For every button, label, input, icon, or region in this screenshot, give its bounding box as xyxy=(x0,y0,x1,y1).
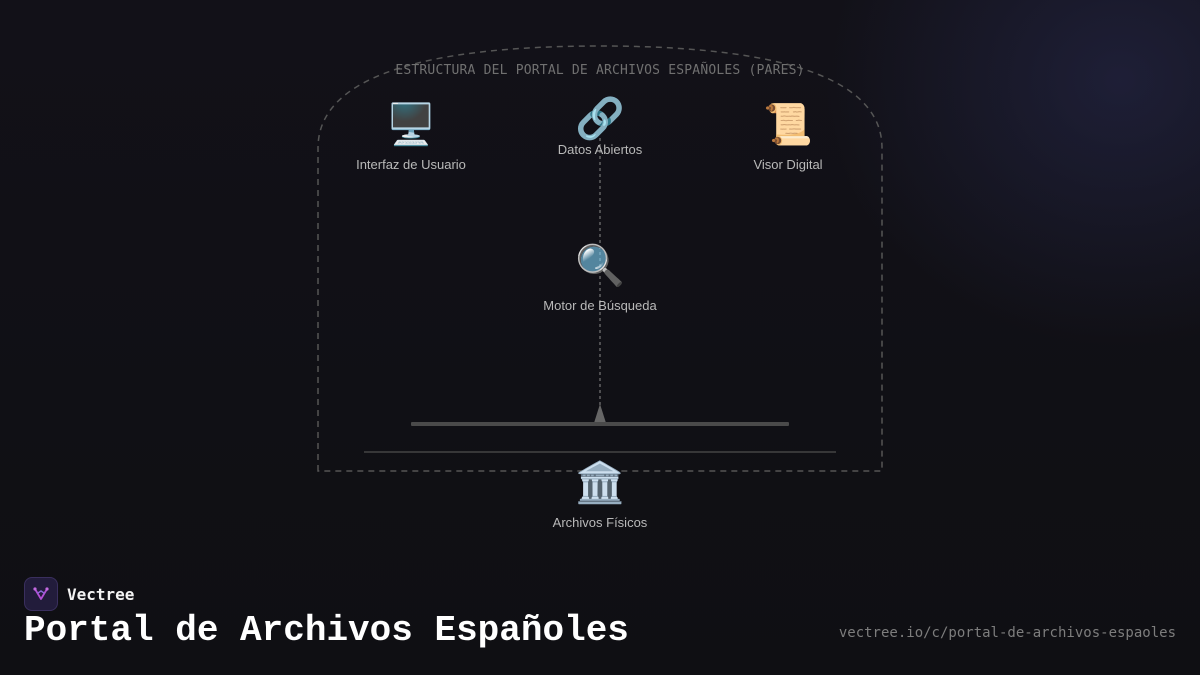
node-physical-archives[interactable]: 🏛️ Archivos Físicos xyxy=(500,459,700,530)
node-user-interface[interactable]: 🖥️ Interfaz de Usuario xyxy=(311,101,511,172)
magnifying-glass-icon: 🔍 xyxy=(575,243,625,289)
brand[interactable]: Vectree xyxy=(24,577,134,611)
node-search-engine[interactable]: 🔍 Motor de Búsqueda xyxy=(500,242,700,313)
node-open-data[interactable]: 🔗 Datos Abiertos xyxy=(500,95,700,157)
portal-frame xyxy=(317,45,883,472)
node-label: Datos Abiertos xyxy=(557,142,643,157)
node-label: Visor Digital xyxy=(753,157,823,172)
desktop-computer-icon: 🖥️ xyxy=(386,102,436,148)
node-digital-viewer[interactable]: 📜 Visor Digital xyxy=(688,101,888,172)
frame-title: ESTRUCTURA DEL PORTAL DE ARCHIVOS ESPAÑO… xyxy=(395,63,805,78)
node-label: Interfaz de Usuario xyxy=(356,157,466,172)
link-icon: 🔗 xyxy=(575,96,625,142)
page-url[interactable]: vectree.io/c/portal-de-archivos-espaoles xyxy=(838,625,1176,641)
scroll-icon: 📜 xyxy=(763,102,813,148)
node-label: Archivos Físicos xyxy=(552,515,648,530)
node-label: Motor de Búsqueda xyxy=(543,298,657,313)
brand-name: Vectree xyxy=(67,584,135,604)
vectree-logo-icon xyxy=(24,577,58,611)
classical-building-icon: 🏛️ xyxy=(575,460,625,506)
fulcrum-triangle xyxy=(594,404,606,423)
balance-beam xyxy=(411,422,789,426)
page-title: Portal de Archivos Españoles xyxy=(24,610,629,651)
